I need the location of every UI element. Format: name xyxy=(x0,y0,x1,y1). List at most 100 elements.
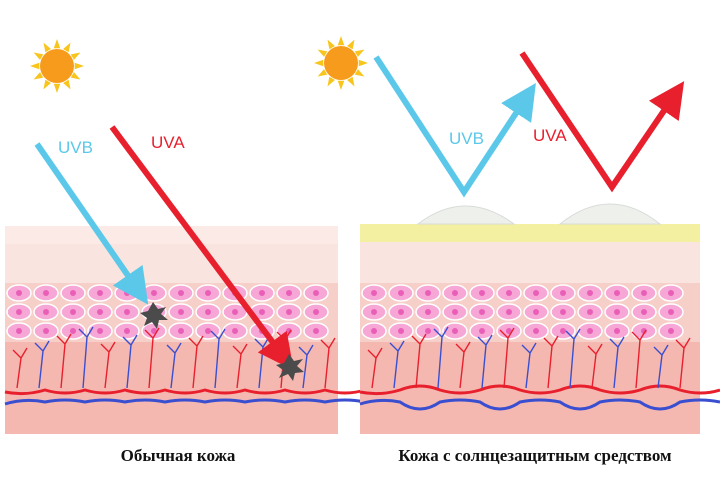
cell-nucleus xyxy=(533,290,539,296)
cell-nucleus xyxy=(16,328,22,334)
capillary xyxy=(609,336,625,389)
capillary xyxy=(144,327,160,389)
caption-normal-skin: Обычная кожа xyxy=(120,446,236,465)
cell-nucleus xyxy=(398,328,404,334)
capillary xyxy=(631,329,647,389)
cell-nucleus xyxy=(641,328,647,334)
left-cell-layer xyxy=(5,283,338,343)
capillary xyxy=(232,343,248,389)
right-skin-panel xyxy=(359,203,720,434)
capillary xyxy=(78,326,94,389)
capillary xyxy=(298,344,314,389)
capillary xyxy=(477,334,493,389)
capillary xyxy=(12,347,28,389)
right-vessels xyxy=(359,326,720,411)
uva-ray-right xyxy=(519,51,685,193)
cell-nucleus xyxy=(286,309,292,315)
sun-ray xyxy=(63,42,71,53)
sun-ray xyxy=(347,39,355,50)
cell-nucleus xyxy=(97,328,103,334)
cell-nucleus xyxy=(205,309,211,315)
cell-nucleus xyxy=(232,309,238,315)
cell-nucleus xyxy=(641,309,647,315)
uvb-ray-left xyxy=(34,142,149,305)
cell-nucleus xyxy=(43,290,49,296)
capillary xyxy=(433,326,449,389)
cell-nucleus xyxy=(398,290,404,296)
cell-nucleus xyxy=(425,328,431,334)
cell-nucleus xyxy=(479,290,485,296)
damage-burst-uva xyxy=(276,354,304,381)
cell-nucleus xyxy=(533,328,539,334)
cell-nucleus xyxy=(371,328,377,334)
cell-nucleus xyxy=(479,328,485,334)
capillary xyxy=(411,333,427,389)
sun-ray xyxy=(63,79,71,90)
cell-nucleus xyxy=(560,290,566,296)
right-epidermis xyxy=(360,240,700,286)
cell-nucleus xyxy=(43,328,49,334)
cell-nucleus xyxy=(641,290,647,296)
cell-nucleus xyxy=(97,290,103,296)
cell-nucleus xyxy=(479,309,485,315)
cell-nucleus xyxy=(452,309,458,315)
right-cell-layer xyxy=(360,283,700,343)
cell-nucleus xyxy=(371,309,377,315)
sunscreen-drop-1 xyxy=(416,205,516,225)
sun-ray xyxy=(53,83,61,93)
cell-nucleus xyxy=(178,309,184,315)
cell-nucleus xyxy=(668,290,674,296)
sun-ray xyxy=(337,36,345,46)
capillary xyxy=(653,344,669,389)
capillary xyxy=(455,341,471,389)
uva-label-left: UVA xyxy=(151,133,185,152)
cell-nucleus xyxy=(506,290,512,296)
cell-nucleus xyxy=(398,309,404,315)
cell-nucleus xyxy=(124,328,130,334)
capillary xyxy=(543,335,559,389)
sun-ray xyxy=(354,69,365,77)
sun-ray xyxy=(317,69,328,77)
artery-vessel xyxy=(4,388,366,396)
cell-nucleus xyxy=(614,290,620,296)
cell-nucleus xyxy=(587,309,593,315)
sun-ray xyxy=(347,76,355,87)
caption-sunscreen-skin: Кожа с солнцезащитным средством xyxy=(398,446,672,465)
cell-nucleus xyxy=(560,328,566,334)
sun-ray xyxy=(74,62,84,70)
sun-ray xyxy=(327,39,335,50)
capillary xyxy=(499,327,515,389)
sun-ray xyxy=(314,59,324,67)
cell-nucleus xyxy=(614,309,620,315)
capillary xyxy=(100,341,116,389)
sun-ray xyxy=(70,52,81,60)
cell-nucleus xyxy=(587,328,593,334)
cell-nucleus xyxy=(97,309,103,315)
cell-nucleus xyxy=(614,328,620,334)
capillary xyxy=(521,342,537,389)
vein-vessel xyxy=(359,398,720,411)
sun-disc xyxy=(40,49,74,83)
capillary xyxy=(320,337,336,389)
cell-nucleus xyxy=(313,290,319,296)
vein-vessel xyxy=(4,398,366,406)
cell-nucleus xyxy=(506,309,512,315)
cell-nucleus xyxy=(16,290,22,296)
cell-nucleus xyxy=(232,328,238,334)
sun-ray xyxy=(53,39,61,49)
uva-ray-left xyxy=(109,125,294,371)
cell-nucleus xyxy=(151,290,157,296)
sun-ray xyxy=(317,49,328,57)
cell-nucleus xyxy=(560,309,566,315)
left-skin-panel xyxy=(4,226,366,434)
damage-burst-uvb xyxy=(140,302,168,329)
capillary xyxy=(34,340,50,389)
sun-ray xyxy=(30,62,40,70)
sun-ray xyxy=(327,76,335,87)
capillary xyxy=(56,333,72,389)
cell-nucleus xyxy=(452,290,458,296)
cell-nucleus xyxy=(668,309,674,315)
sun-icon-right xyxy=(314,36,368,90)
sun-ray xyxy=(354,49,365,57)
